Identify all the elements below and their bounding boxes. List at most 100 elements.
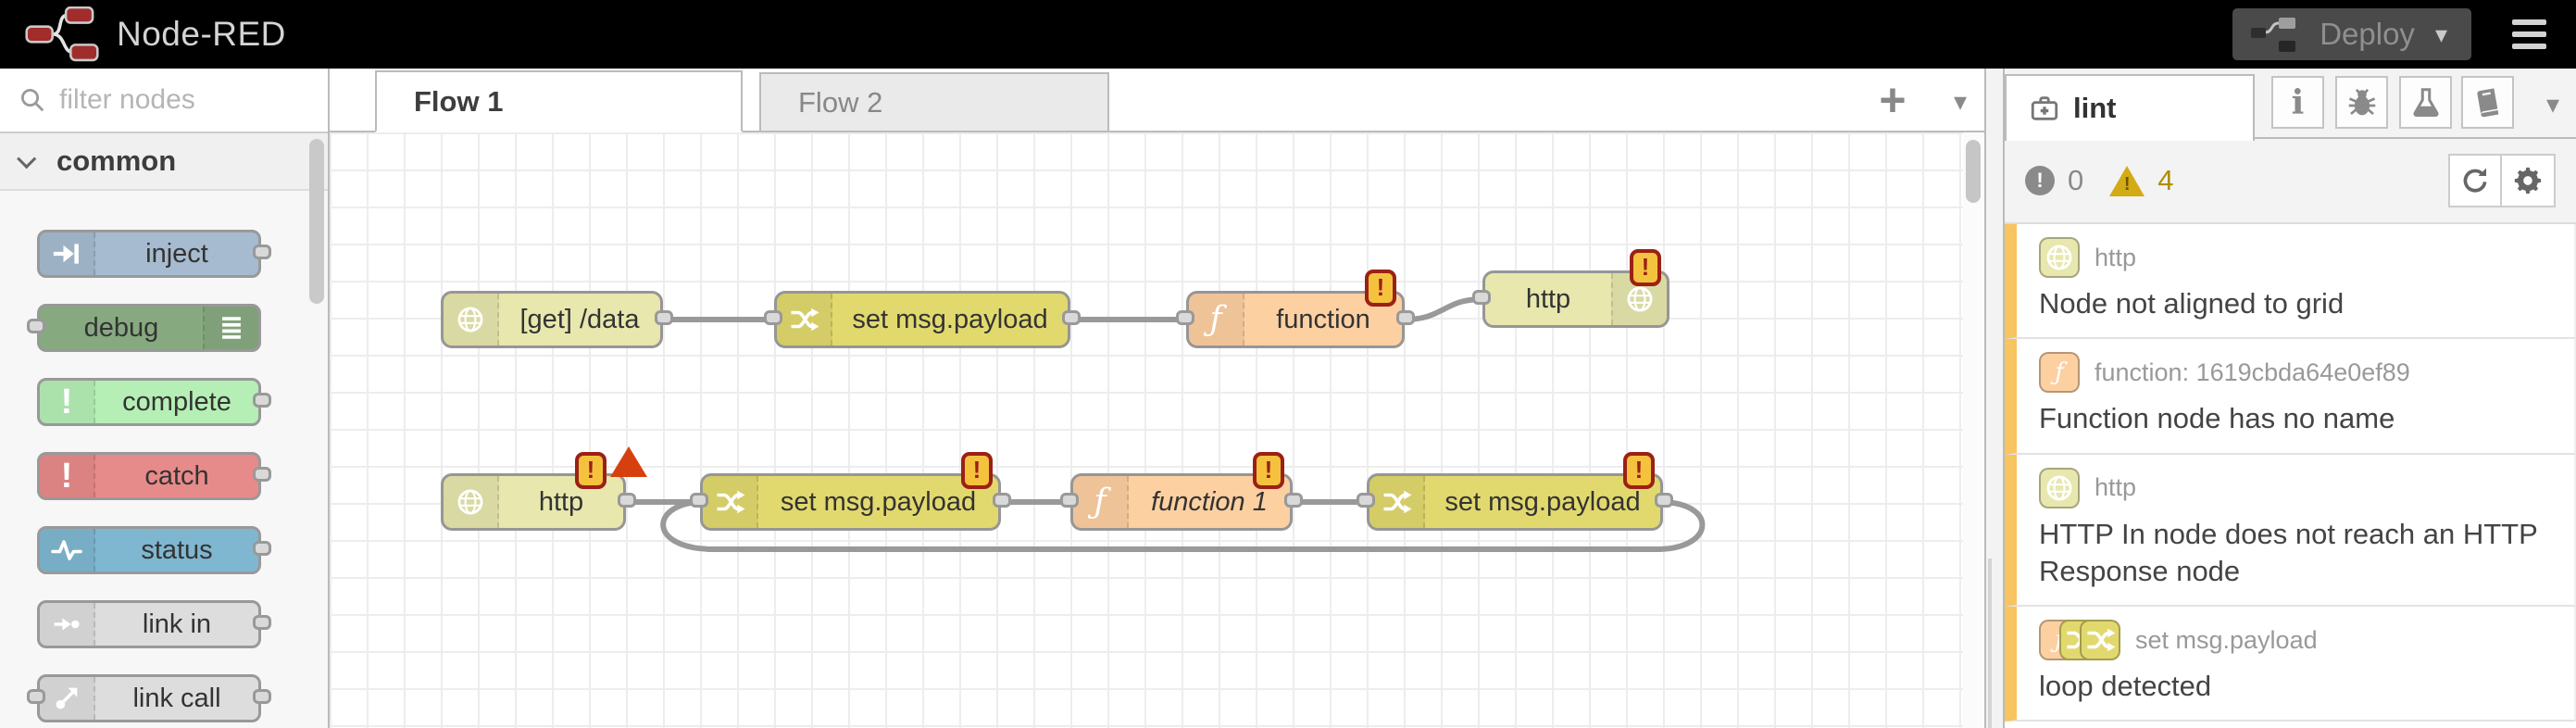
output-port[interactable]	[253, 393, 271, 408]
change-icon	[1369, 476, 1425, 528]
palette-scrollbar-thumb[interactable]	[309, 139, 324, 304]
canvas-scrollbar[interactable]	[1963, 132, 1984, 728]
flow-node-set-msg-payload[interactable]: set msg.payload!	[1357, 452, 1673, 531]
workspace-tabbar: Flow 1 Flow 2 + ▾	[330, 69, 1984, 132]
tab-flow-1[interactable]: Flow 1	[375, 70, 743, 132]
output-port[interactable]	[1284, 493, 1303, 508]
flow-node--get-data[interactable]: [get] /data	[441, 291, 673, 348]
add-flow-button[interactable]: +	[1867, 76, 1919, 124]
palette-node-debug[interactable]: debug	[27, 304, 261, 352]
flow-node-http[interactable]: http!	[441, 446, 647, 531]
debug-icon	[203, 307, 258, 349]
palette-search	[0, 69, 328, 133]
link-call-icon	[40, 677, 95, 720]
deploy-button[interactable]: Deploy ▾	[2232, 8, 2471, 60]
flow-node-set-msg-payload[interactable]: set msg.payload!	[690, 452, 1011, 531]
canvas-scrollbar-thumb[interactable]	[1966, 140, 1981, 203]
flow-list-chevron-button[interactable]: ▾	[1939, 82, 1982, 120]
palette-node-link-in[interactable]: link in	[37, 600, 271, 648]
sidebar-tabs-chevron-button[interactable]: ▾	[2545, 90, 2559, 119]
flow-node-set-msg-payload[interactable]: set msg.payload	[764, 291, 1081, 348]
issue-node-label: http	[2095, 473, 2137, 502]
tab-info[interactable]: i	[2271, 76, 2324, 129]
app-title: Node-RED	[117, 15, 286, 53]
globe-icon	[444, 294, 499, 345]
palette-node-label: link call	[132, 683, 221, 713]
deploy-chevron-icon[interactable]: ▾	[2434, 19, 2447, 48]
output-port[interactable]	[253, 245, 271, 259]
tab-help[interactable]	[2461, 76, 2514, 129]
warning-badge-icon: !	[1623, 452, 1655, 489]
tab-flow-2[interactable]: Flow 2	[759, 72, 1109, 132]
error-triangle-icon	[610, 446, 647, 477]
inject-icon	[40, 232, 95, 275]
tab-debug[interactable]	[2335, 76, 2388, 129]
input-port[interactable]	[764, 310, 782, 325]
palette-category-common[interactable]: common	[0, 133, 328, 191]
input-port[interactable]	[1060, 493, 1079, 508]
tab-lint[interactable]: lint	[2005, 74, 2255, 141]
output-port[interactable]	[253, 467, 271, 482]
output-port[interactable]	[253, 689, 271, 704]
input-port[interactable]	[27, 319, 45, 333]
input-port[interactable]	[690, 493, 708, 508]
settings-button[interactable]	[2502, 154, 2556, 207]
exclamation-icon: !	[40, 381, 95, 423]
wire[interactable]	[1402, 296, 1485, 322]
wire-loop[interactable]	[660, 499, 1706, 552]
palette-node-inject[interactable]: inject	[37, 230, 271, 278]
function-icon: ƒ	[1073, 476, 1129, 528]
flow-node-http[interactable]: http!	[1472, 249, 1669, 328]
tab-test[interactable]	[2399, 76, 2452, 129]
node-palette: common inject debug !complete !catch status l…	[0, 69, 330, 728]
palette-node-link-call[interactable]: link call	[27, 674, 271, 722]
flow-node-label: [get] /data	[519, 304, 640, 334]
tab-flow-1-label: Flow 1	[414, 84, 504, 118]
output-port[interactable]	[993, 493, 1011, 508]
flow-node-label: set msg.payload	[1444, 486, 1641, 517]
output-port[interactable]	[618, 493, 636, 508]
search-icon	[19, 86, 46, 114]
input-port[interactable]	[1357, 493, 1375, 508]
node-chip-globe-icon	[2039, 467, 2080, 508]
sidebar: lint i	[2005, 69, 2576, 728]
sidebar-separator[interactable]	[1984, 69, 2005, 728]
output-port[interactable]	[1062, 310, 1081, 325]
filter-nodes-input[interactable]	[59, 84, 319, 116]
input-port[interactable]	[1176, 310, 1194, 325]
node-chip-globe-icon	[2039, 237, 2080, 278]
output-port[interactable]	[253, 615, 271, 630]
main-menu-button[interactable]	[2510, 14, 2548, 55]
refresh-button[interactable]	[2448, 154, 2502, 207]
output-port[interactable]	[253, 541, 271, 556]
palette-node-catch[interactable]: !catch	[37, 452, 271, 500]
issue-node-label: http	[2095, 243, 2137, 271]
function-icon: ƒ	[1189, 294, 1244, 345]
output-port[interactable]	[1655, 493, 1673, 508]
info-icon: i	[2291, 82, 2305, 122]
change-icon	[703, 476, 758, 528]
flow-node-label: set msg.payload	[780, 486, 977, 517]
palette-node-complete[interactable]: !complete	[37, 378, 271, 426]
change-icon	[777, 294, 832, 345]
input-port[interactable]	[1472, 290, 1491, 305]
palette-node-status[interactable]: status	[37, 526, 271, 574]
warning-badge-icon: !	[1365, 270, 1396, 307]
palette-node-label: inject	[145, 238, 208, 269]
medkit-icon	[2029, 93, 2060, 124]
lint-actions	[2448, 154, 2556, 207]
output-port[interactable]	[1396, 310, 1415, 325]
header-actions: Deploy ▾	[2232, 8, 2576, 60]
issue-message: HTTP In node does not reach an HTTP Resp…	[2039, 517, 2538, 587]
input-port[interactable]	[27, 689, 45, 704]
output-port[interactable]	[655, 310, 673, 325]
